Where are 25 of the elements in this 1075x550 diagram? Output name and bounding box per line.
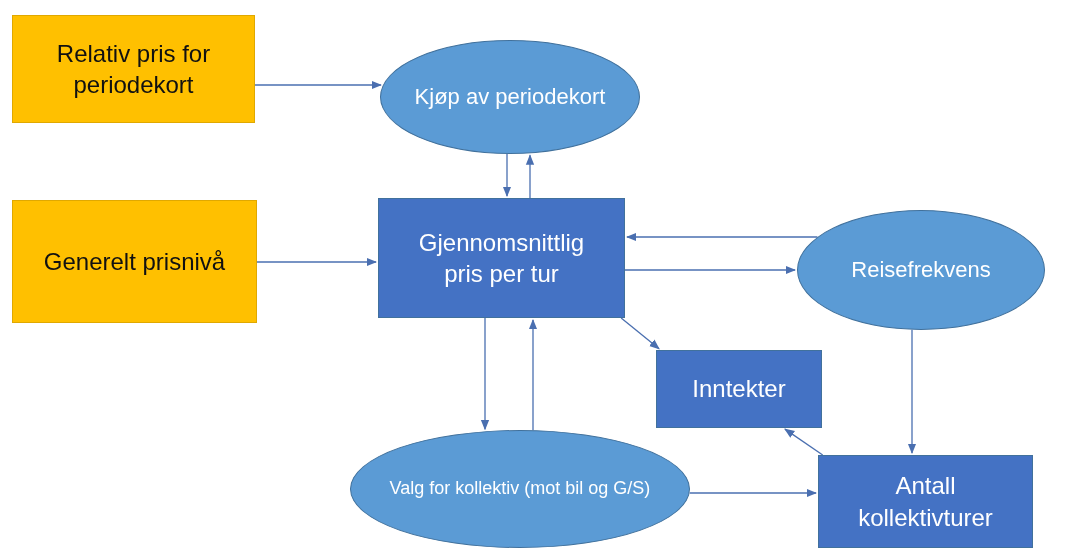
arrow (625, 232, 819, 242)
input-box (12, 15, 255, 123)
arrow (784, 428, 824, 456)
arrow (624, 265, 797, 275)
node-label: Valg for kollektiv (mot bil og G/S) (389, 477, 651, 501)
node-label: Gjennomsnittlig pris per tur (417, 227, 586, 289)
process-box (818, 455, 1033, 548)
node-label: Generelt prisnivå (43, 246, 226, 277)
node-label: Kjøp av periodekort (414, 82, 606, 111)
node-label: Relativ pris for periodekort (55, 38, 212, 100)
arrow (480, 317, 490, 431)
arrow (620, 317, 660, 350)
arrow (907, 329, 917, 455)
arrow (528, 318, 538, 431)
arrow (525, 154, 535, 199)
arrow (688, 488, 818, 498)
input-box (12, 200, 257, 323)
arrow (254, 80, 382, 90)
node-label: Antall kollektivturer (857, 471, 994, 533)
arrow (256, 257, 378, 267)
node-label: Inntekter (692, 374, 786, 405)
arrow (502, 153, 512, 198)
node-label: Reisefrekvens (851, 255, 991, 284)
process-box (378, 198, 625, 318)
process-box (656, 350, 822, 428)
